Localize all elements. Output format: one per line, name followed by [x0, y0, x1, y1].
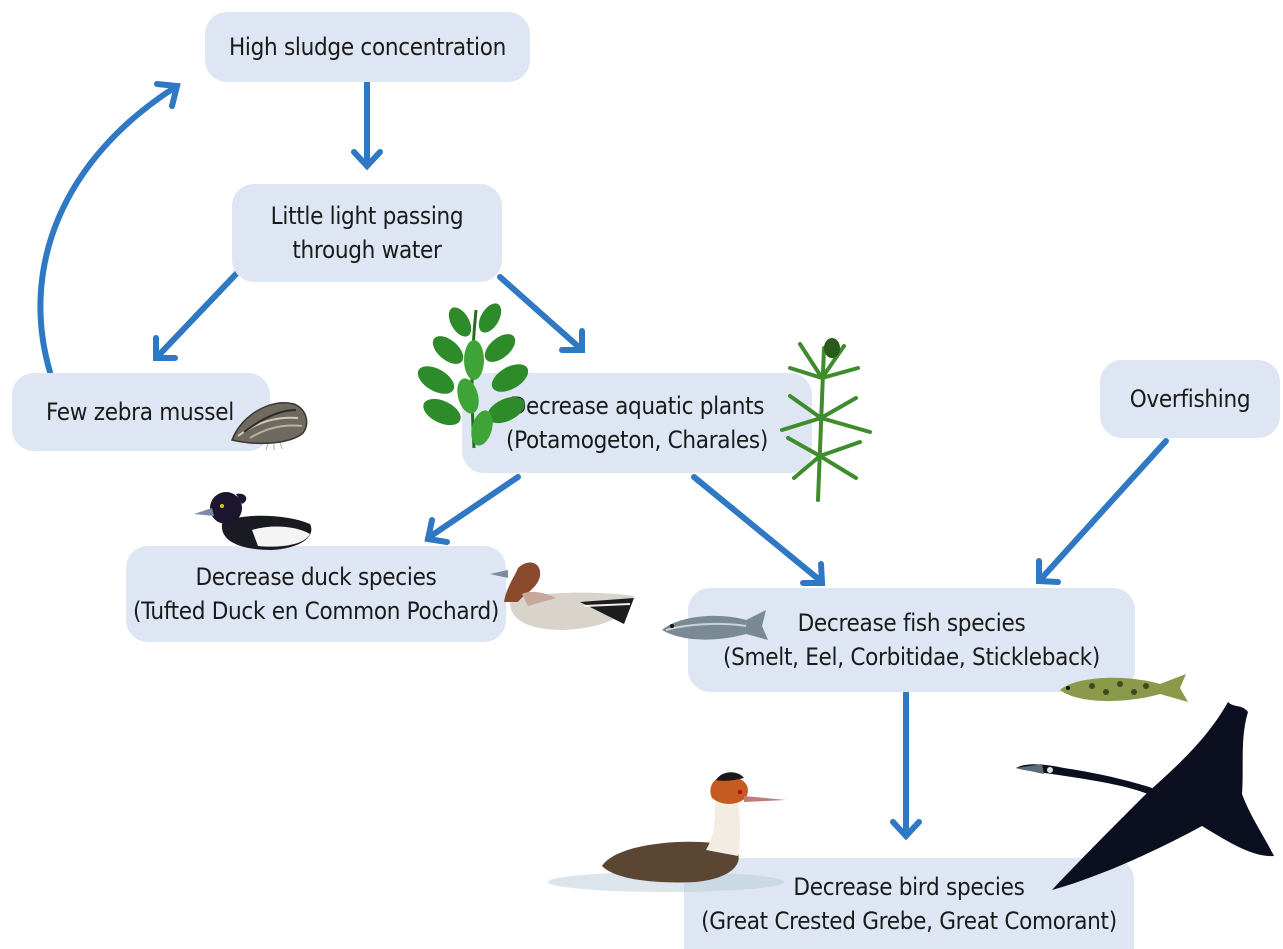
arrow-sludge-to-light [354, 82, 380, 166]
arrow-plants-to-duck [428, 477, 518, 542]
node-little-light: Little light passing through water [232, 184, 502, 282]
node-fish-species-line1: Decrease fish species [723, 606, 1100, 640]
node-little-light-line1: Little light passing [271, 199, 464, 233]
chara-plant-icon [760, 338, 885, 503]
node-duck-species-line1: Decrease duck species [133, 560, 499, 594]
node-bird-species-line2: (Great Crested Grebe, Great Comorant) [701, 904, 1117, 938]
common-pochard-icon [484, 554, 644, 636]
smelt-fish-icon [658, 604, 770, 646]
node-high-sludge: High sludge concentration [205, 12, 530, 82]
node-high-sludge-label: High sludge concentration [229, 30, 506, 64]
great-cormorant-icon [1012, 698, 1280, 898]
node-little-light-line2: through water [271, 233, 464, 267]
zebra-mussel-icon [228, 396, 312, 452]
node-fish-species-line2: (Smelt, Eel, Corbitidae, Stickleback) [723, 640, 1100, 674]
node-aquatic-plants-line1: Decrease aquatic plants [506, 389, 768, 423]
potamogeton-plant-icon [412, 300, 537, 450]
arrow-overfishing-to-fish [1039, 441, 1166, 582]
arrow-light-to-mussel [156, 272, 238, 358]
node-overfishing: Overfishing [1100, 360, 1280, 438]
arrow-fish-to-bird [893, 693, 919, 836]
node-overfishing-label: Overfishing [1130, 382, 1251, 416]
arrow-mussel-to-sludge [40, 84, 177, 372]
node-zebra-mussel-label: Few zebra mussel [46, 395, 234, 429]
tufted-duck-icon [192, 484, 322, 554]
node-duck-species-line2: (Tufted Duck en Common Pochard) [133, 594, 499, 628]
great-crested-grebe-icon [546, 770, 791, 895]
node-aquatic-plants-line2: (Potamogeton, Charales) [506, 423, 768, 457]
node-duck-species: Decrease duck species (Tufted Duck en Co… [126, 546, 506, 642]
